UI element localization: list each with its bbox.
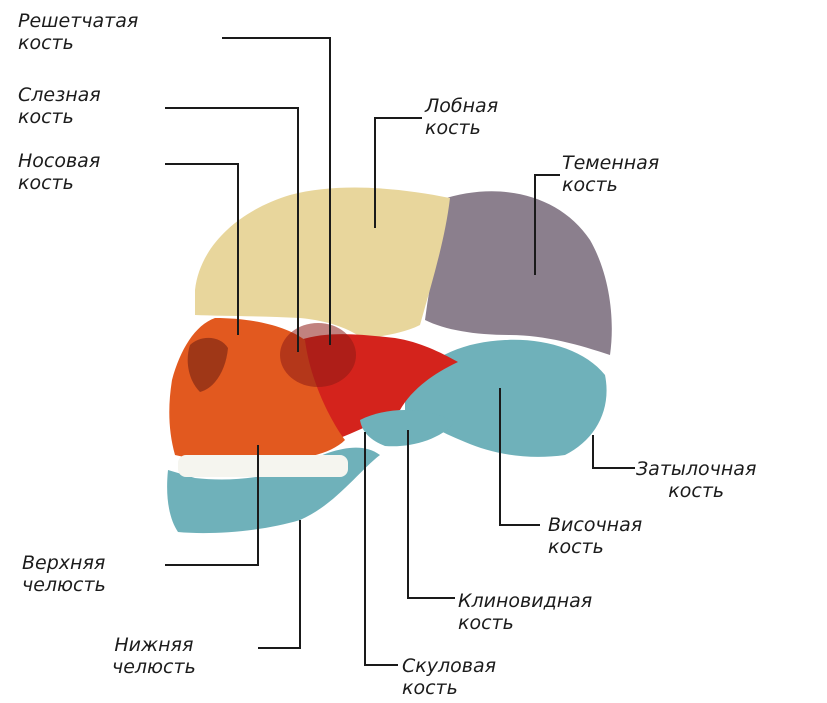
label-lacrimal-line2: кость bbox=[18, 106, 101, 128]
label-frontal-line1: Лобная bbox=[425, 95, 498, 117]
label-nasal: Носовая кость bbox=[18, 150, 100, 194]
eye-orbit bbox=[280, 323, 356, 387]
label-nasal-line2: кость bbox=[18, 172, 100, 194]
label-lacrimal: Слезная кость bbox=[18, 84, 101, 128]
label-maxilla-line2: челюсть bbox=[22, 574, 106, 596]
frontal-bone bbox=[195, 188, 450, 340]
label-sphenoid: Клиновидная кость bbox=[458, 590, 592, 634]
label-occipital-line2: кость bbox=[636, 480, 756, 502]
label-frontal-line2: кость bbox=[425, 117, 498, 139]
label-ethmoid-line1: Решетчатая bbox=[18, 10, 138, 32]
parietal-bone bbox=[425, 191, 612, 355]
label-ethmoid: Решетчатая кость bbox=[18, 10, 138, 54]
label-parietal-line1: Теменная bbox=[562, 152, 659, 174]
label-ethmoid-line2: кость bbox=[18, 32, 138, 54]
label-temporal-line1: Височная bbox=[548, 514, 642, 536]
leader-mandible bbox=[258, 520, 300, 648]
label-sphenoid-line2: кость bbox=[458, 612, 592, 634]
label-temporal: Височная кость bbox=[548, 514, 642, 558]
label-mandible: Нижняя челюсть bbox=[112, 634, 196, 678]
leader-zygomatic bbox=[365, 432, 398, 665]
label-parietal-line2: кость bbox=[562, 174, 659, 196]
label-mandible-line2: челюсть bbox=[112, 656, 196, 678]
label-zygomatic-line2: кость bbox=[402, 677, 496, 699]
label-sphenoid-line1: Клиновидная bbox=[458, 590, 592, 612]
label-maxilla-line1: Верхняя bbox=[22, 552, 106, 574]
label-lacrimal-line1: Слезная bbox=[18, 84, 101, 106]
label-zygomatic: Скуловая кость bbox=[402, 655, 496, 699]
label-frontal: Лобная кость bbox=[425, 95, 498, 139]
upper-teeth bbox=[178, 455, 348, 477]
leader-occipital bbox=[593, 435, 635, 468]
label-nasal-line1: Носовая bbox=[18, 150, 100, 172]
label-maxilla: Верхняя челюсть bbox=[22, 552, 106, 596]
label-occipital: Затылочная кость bbox=[636, 458, 756, 502]
leader-sphenoid bbox=[408, 430, 455, 598]
label-temporal-line2: кость bbox=[548, 536, 642, 558]
label-zygomatic-line1: Скуловая bbox=[402, 655, 496, 677]
label-parietal: Теменная кость bbox=[562, 152, 659, 196]
label-mandible-line1: Нижняя bbox=[112, 634, 196, 656]
label-occipital-line1: Затылочная bbox=[636, 458, 756, 480]
